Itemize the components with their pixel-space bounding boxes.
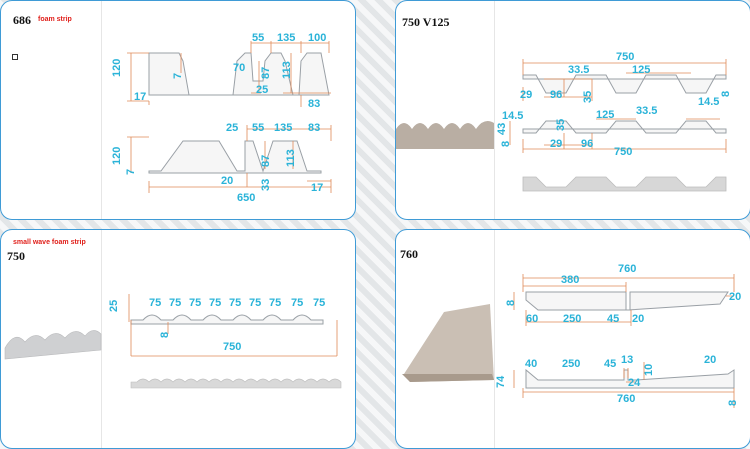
- foam-photo-760: [402, 304, 494, 382]
- dim-label: 29: [520, 89, 532, 101]
- dim-label: 87: [260, 67, 272, 79]
- dim-label: 8: [505, 300, 517, 306]
- dim-label: 55: [252, 32, 264, 44]
- foam-strip-photo: [522, 176, 727, 192]
- dim-label: 70: [233, 62, 245, 74]
- panel-760: 760 760 380 8 20 60 250 45 20 40 250 45 …: [395, 229, 750, 449]
- dim-label: 75: [189, 297, 201, 309]
- dim-label: 24: [628, 377, 641, 389]
- dim-label: 20: [221, 175, 233, 187]
- dim-label: 45: [604, 358, 616, 370]
- dim-label: 20: [729, 291, 741, 303]
- dim-label: 75: [269, 297, 281, 309]
- dim-label: 17: [311, 182, 323, 194]
- dim-label: 20: [704, 354, 716, 366]
- dim-label: 35: [555, 119, 567, 131]
- dim-label: 25: [226, 122, 238, 134]
- dim-label: 75: [169, 297, 181, 309]
- checkbox-icon: [12, 54, 18, 60]
- panel-divider: [101, 1, 102, 219]
- dim-label: 75: [229, 297, 241, 309]
- dim-label: 250: [563, 313, 581, 325]
- foam-strip-photo: [130, 378, 342, 389]
- dim-label: 45: [607, 313, 619, 325]
- dim-label: 8: [720, 91, 732, 97]
- panel-divider: [494, 230, 495, 448]
- dim-label: 75: [149, 297, 161, 309]
- dim-label: 75: [209, 297, 221, 309]
- dim-label: 33.5: [636, 105, 657, 117]
- dim-label: 83: [308, 98, 320, 110]
- panel-subtitle: foam strip: [38, 16, 72, 23]
- dim-label: 75: [313, 297, 325, 309]
- dim-label: 135: [274, 122, 292, 134]
- dim-label: 125: [632, 64, 650, 76]
- dim-label: 87: [260, 155, 272, 167]
- dim-label: 7: [172, 73, 184, 79]
- dim-label: 13: [621, 354, 633, 366]
- panel-750-small-wave: small wave foam strip 750 25 75 75 75 75…: [0, 229, 356, 449]
- dim-label: 10: [643, 364, 655, 376]
- dim-label: 120: [111, 59, 123, 77]
- profile-750v-drawing: 750 33.5 125 8 29 96 35 14.5 14.5 43 8 3…: [496, 51, 732, 192]
- dim-label: 760: [618, 263, 636, 275]
- dim-label: 75: [291, 297, 303, 309]
- dim-label: 75: [249, 297, 261, 309]
- dim-label: 750: [616, 51, 634, 63]
- dim-label: 125: [596, 109, 614, 121]
- dim-label: 250: [562, 358, 580, 370]
- dim-label: 8: [500, 141, 512, 147]
- panel-686-foam-strip: 686 foam strip 120 17 7 55 135 100 70 87…: [0, 0, 356, 220]
- dim-label: 8: [159, 332, 171, 338]
- dim-label: 135: [277, 32, 295, 44]
- dim-label: 60: [526, 313, 538, 325]
- dim-label: 83: [308, 122, 320, 134]
- dim-label: 96: [581, 138, 593, 150]
- dim-label: 25: [108, 300, 120, 312]
- panel-title: 750 V125: [402, 15, 450, 29]
- dim-label: 120: [111, 147, 123, 165]
- dim-75-row: 75 75 75 75 75 75 75 75 75: [149, 297, 325, 309]
- dim-label: 7: [125, 169, 137, 175]
- dim-label: 29: [550, 138, 562, 150]
- dim-label: 14.5: [502, 110, 523, 122]
- panel-title: 760: [400, 247, 418, 261]
- dim-label: 113: [281, 61, 293, 79]
- dim-label: 750: [223, 341, 241, 353]
- foam-photo-750: [4, 330, 102, 360]
- panel-title: 750: [7, 249, 25, 263]
- panel-title: 686: [13, 13, 31, 27]
- dim-label: 96: [550, 89, 562, 101]
- panel-divider: [494, 1, 495, 219]
- dim-label: 650: [237, 192, 255, 204]
- foam-photo-750v: [396, 121, 494, 149]
- dim-label: 113: [285, 149, 297, 167]
- dim-label: 17: [134, 91, 146, 103]
- dim-label: 14.5: [698, 96, 719, 108]
- dim-label: 43: [496, 123, 508, 135]
- dim-label: 35: [582, 91, 594, 103]
- profile-760-drawing: 760 380 8 20 60 250 45 20 40 250 45 13 1…: [495, 263, 741, 408]
- dim-label: 100: [308, 32, 326, 44]
- dim-label: 380: [561, 274, 579, 286]
- dim-label: 33.5: [568, 64, 589, 76]
- dim-label: 760: [617, 393, 635, 405]
- dim-label: 20: [632, 313, 644, 325]
- panel-750-v125: 750 V125 750 33.5 125 8 29 96 35 14.5 14…: [395, 0, 750, 220]
- panel-subtitle: small wave foam strip: [13, 239, 86, 246]
- profile-750-drawing: 25 75 75 75 75 75 75 75 75 75 8 750: [108, 294, 342, 389]
- dim-label: 40: [525, 358, 537, 370]
- dim-label: 8: [727, 400, 739, 406]
- profile-686-drawing: 120 17 7 55 135 100 70 87 113 25 83 25 5…: [111, 32, 332, 204]
- dim-label: 74: [495, 375, 507, 388]
- dim-label: 55: [252, 122, 264, 134]
- dim-label: 33: [260, 179, 272, 191]
- dim-label: 25: [256, 84, 268, 96]
- dim-label: 750: [614, 146, 632, 158]
- panel-divider: [101, 230, 102, 448]
